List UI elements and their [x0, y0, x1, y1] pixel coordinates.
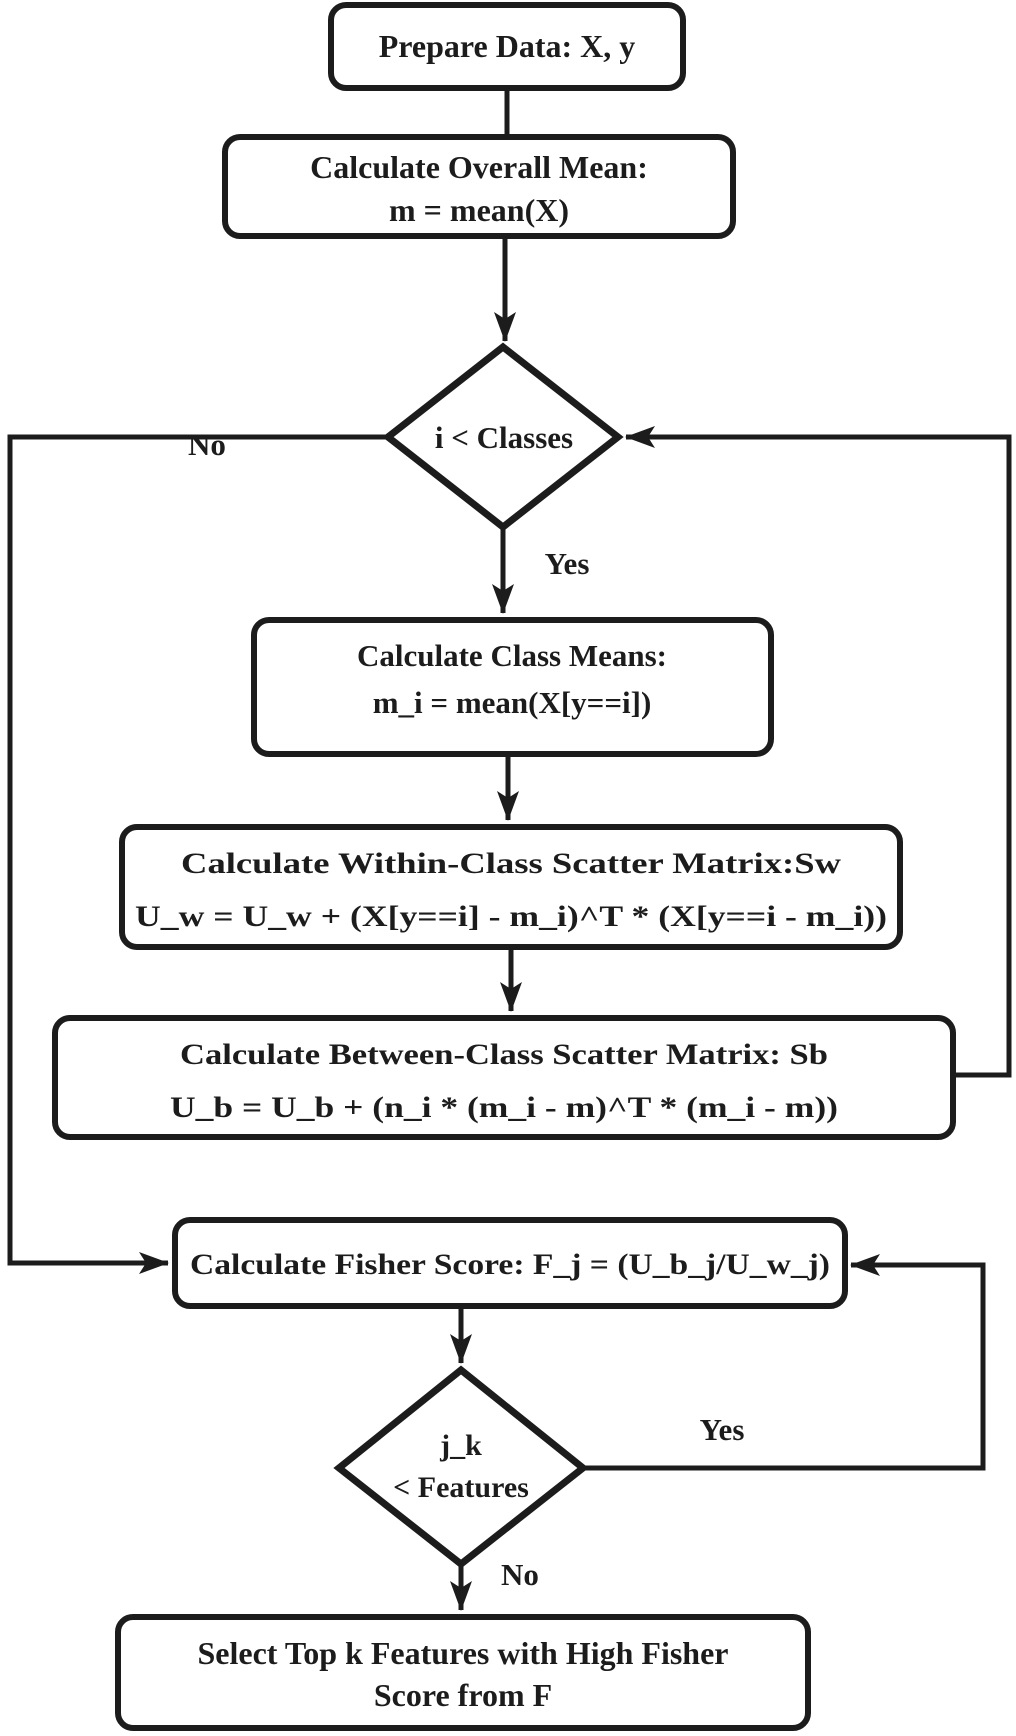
class-means-formula: m_i = mean(X[y==i]) — [373, 685, 652, 720]
prepare-data-text: Prepare Data: X, y — [379, 28, 636, 64]
overall-mean-formula: m = mean(X) — [389, 192, 569, 228]
label-no-class-loop: No — [188, 427, 226, 462]
feature-loop-condition-line2: < Features — [393, 1471, 529, 1504]
class-means-box — [251, 617, 774, 757]
between-scatter-title: Calculate Between-Class Scatter Matrix: … — [180, 1038, 828, 1071]
node-overall-mean: Calculate Overall Mean: m = mean(X) — [222, 134, 736, 239]
label-no-feature-loop: No — [501, 1557, 539, 1592]
label-yes-class-loop: Yes — [545, 546, 590, 581]
within-scatter-box — [119, 824, 903, 950]
between-scatter-box — [52, 1015, 956, 1140]
between-scatter-formula: U_b = U_b + (n_i * (m_i - m)^T * (m_i - … — [170, 1091, 838, 1124]
fisher-score-text: Calculate Fisher Score: F_j = (U_b_j/U_w… — [190, 1248, 830, 1281]
prepare-data-box — [328, 2, 686, 91]
select-features-line1: Select Top k Features with High Fisher — [198, 1635, 729, 1671]
within-scatter-title: Calculate Within-Class Scatter Matrix:Sw — [181, 847, 841, 880]
node-prepare-data: Prepare Data: X, y — [328, 2, 686, 91]
node-feature-loop-decision: j_k < Features — [333, 1365, 589, 1569]
fisher-score-box — [172, 1217, 848, 1309]
select-features-line2: Score from F — [374, 1677, 552, 1713]
class-means-title: Calculate Class Means: — [357, 638, 667, 673]
node-fisher-score: Calculate Fisher Score: F_j = (U_b_j/U_w… — [172, 1217, 848, 1309]
overall-mean-title: Calculate Overall Mean: — [310, 149, 648, 185]
overall-mean-box — [222, 134, 736, 239]
node-select-features: Select Top k Features with High Fisher S… — [115, 1614, 811, 1731]
class-loop-diamond — [382, 342, 624, 532]
edge-between-loop-back — [625, 426, 1012, 1078]
label-yes-feature-loop: Yes — [700, 1412, 745, 1447]
feature-loop-diamond — [333, 1365, 589, 1569]
node-class-means: Calculate Class Means: m_i = mean(X[y==i… — [251, 617, 774, 757]
node-class-loop-decision: i < Classes — [382, 342, 624, 532]
node-between-scatter: Calculate Between-Class Scatter Matrix: … — [52, 1015, 956, 1140]
edge-class-loop-no — [7, 434, 388, 1274]
feature-loop-condition-line1: j_k — [439, 1429, 482, 1462]
edge-feature-loop-yes — [583, 1254, 986, 1471]
select-features-box — [115, 1614, 811, 1731]
within-scatter-formula: U_w = U_w + (X[y==i] - m_i)^T * (X[y==i … — [135, 900, 887, 933]
node-within-scatter: Calculate Within-Class Scatter Matrix:Sw… — [119, 824, 903, 950]
class-loop-condition: i < Classes — [435, 420, 573, 455]
